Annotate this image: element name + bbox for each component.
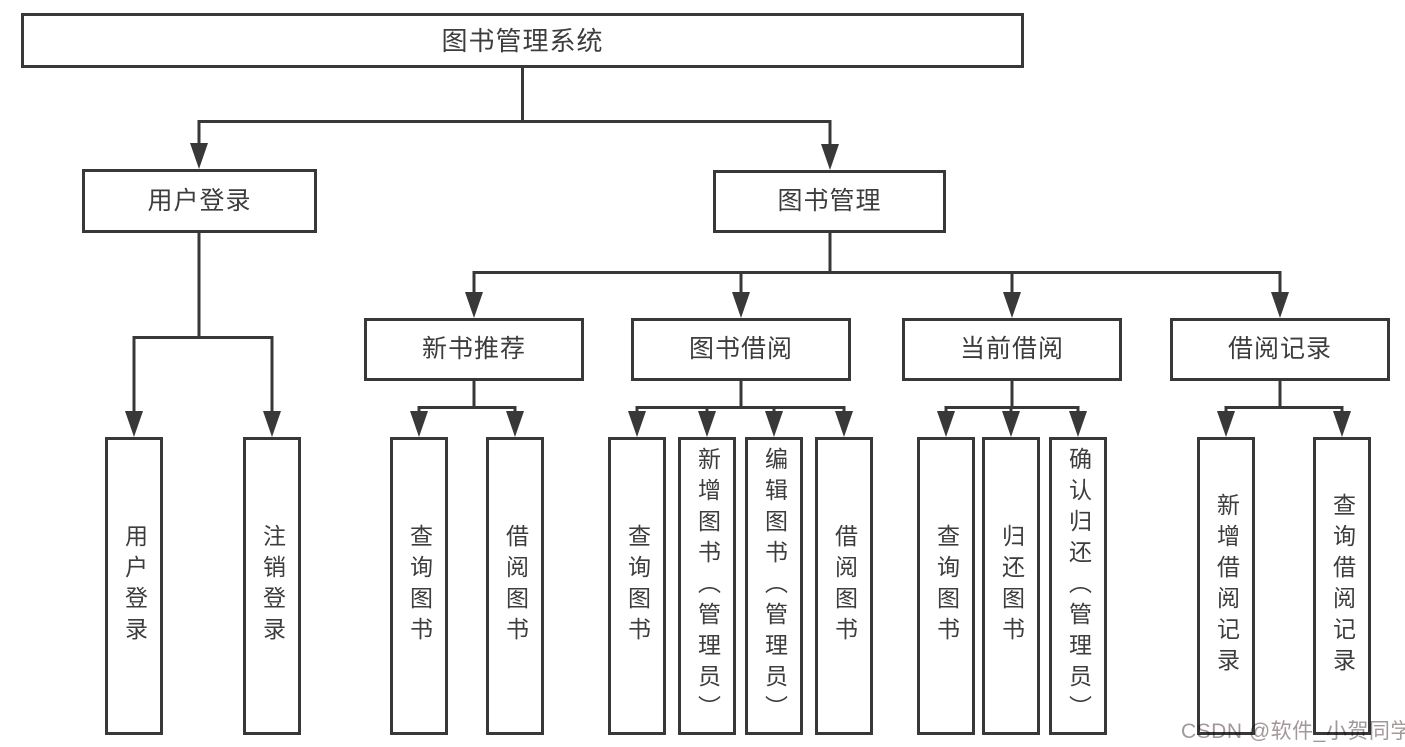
- leaf-user-login-label: 用户登录: [121, 524, 148, 648]
- leaf-add-borrow-record-label: 新增借阅记录: [1213, 493, 1240, 679]
- leaf-logout-label: 注销登录: [259, 524, 286, 648]
- leaf-borrow-books-label: 借阅图书: [831, 524, 858, 648]
- leaf-add-book-admin: 新增图书（管理员）: [678, 437, 736, 735]
- leaf-query-borrow-record-label: 查询借阅记录: [1329, 493, 1356, 679]
- leaf-query-books-current: 查询图书: [917, 437, 975, 735]
- node-book-borrowing: 图书借阅: [631, 318, 851, 381]
- arrow-down-icon: [125, 411, 143, 437]
- node-book-borrowing-label: 图书借阅: [688, 335, 793, 363]
- leaf-add-borrow-record: 新增借阅记录: [1197, 437, 1255, 735]
- arrow-down-icon: [628, 411, 646, 437]
- leaf-query-books-recommend-label: 查询图书: [406, 524, 433, 648]
- watermark: CSDN @软件_小贺同学: [1181, 720, 1405, 743]
- leaf-logout: 注销登录: [243, 437, 301, 735]
- node-root-label: 图书管理系统: [441, 25, 604, 56]
- leaf-query-borrow-record: 查询借阅记录: [1313, 437, 1371, 735]
- arrow-down-icon: [190, 143, 208, 169]
- leaf-add-book-admin-label: 新增图书（管理员）: [694, 446, 721, 726]
- arrow-down-icon: [765, 411, 783, 437]
- leaf-user-login: 用户登录: [105, 437, 163, 735]
- arrow-down-icon: [263, 411, 281, 437]
- leaf-query-books-current-label: 查询图书: [933, 524, 960, 648]
- leaf-edit-book-admin-label: 编辑图书（管理员）: [761, 446, 788, 726]
- arrow-down-icon: [732, 292, 750, 318]
- node-current-borrowing-label: 当前借阅: [959, 335, 1064, 363]
- leaf-query-books-recommend: 查询图书: [390, 437, 448, 735]
- arrow-down-icon: [1003, 292, 1021, 318]
- arrow-down-icon: [1271, 292, 1289, 318]
- leaf-query-books-borrow: 查询图书: [608, 437, 666, 735]
- leaf-confirm-return-admin-label: 确认归还（管理员）: [1065, 446, 1092, 726]
- arrow-down-icon: [410, 411, 428, 437]
- node-user-login-label: 用户登录: [147, 186, 252, 215]
- arrow-down-icon: [506, 411, 524, 437]
- node-book-management-label: 图书管理: [777, 187, 882, 215]
- node-borrowing-records: 借阅记录: [1170, 318, 1390, 381]
- arrow-down-icon: [1217, 411, 1235, 437]
- node-borrowing-records-label: 借阅记录: [1227, 335, 1332, 363]
- leaf-return-books-label: 归还图书: [998, 524, 1025, 648]
- leaf-query-books-borrow-label: 查询图书: [624, 524, 651, 648]
- leaf-borrow-books: 借阅图书: [815, 437, 873, 735]
- node-user-login: 用户登录: [82, 169, 317, 233]
- leaf-borrow-books-recommend-label: 借阅图书: [502, 524, 529, 648]
- arrow-down-icon: [835, 411, 853, 437]
- leaf-confirm-return-admin: 确认归还（管理员）: [1049, 437, 1107, 735]
- arrow-down-icon: [1333, 411, 1351, 437]
- arrow-down-icon: [821, 144, 839, 170]
- arrow-down-icon: [465, 292, 483, 318]
- leaf-edit-book-admin: 编辑图书（管理员）: [745, 437, 803, 735]
- arrow-down-icon: [1002, 411, 1020, 437]
- node-current-borrowing: 当前借阅: [902, 318, 1122, 381]
- leaf-borrow-books-recommend: 借阅图书: [486, 437, 544, 735]
- node-new-book-recommendation: 新书推荐: [364, 318, 584, 381]
- arrow-down-icon: [937, 411, 955, 437]
- node-root: 图书管理系统: [21, 13, 1024, 68]
- arrow-down-icon: [1069, 411, 1087, 437]
- node-new-book-recommendation-label: 新书推荐: [421, 335, 526, 363]
- leaf-return-books: 归还图书: [982, 437, 1040, 735]
- arrow-down-icon: [698, 411, 716, 437]
- node-book-management: 图书管理: [713, 170, 946, 233]
